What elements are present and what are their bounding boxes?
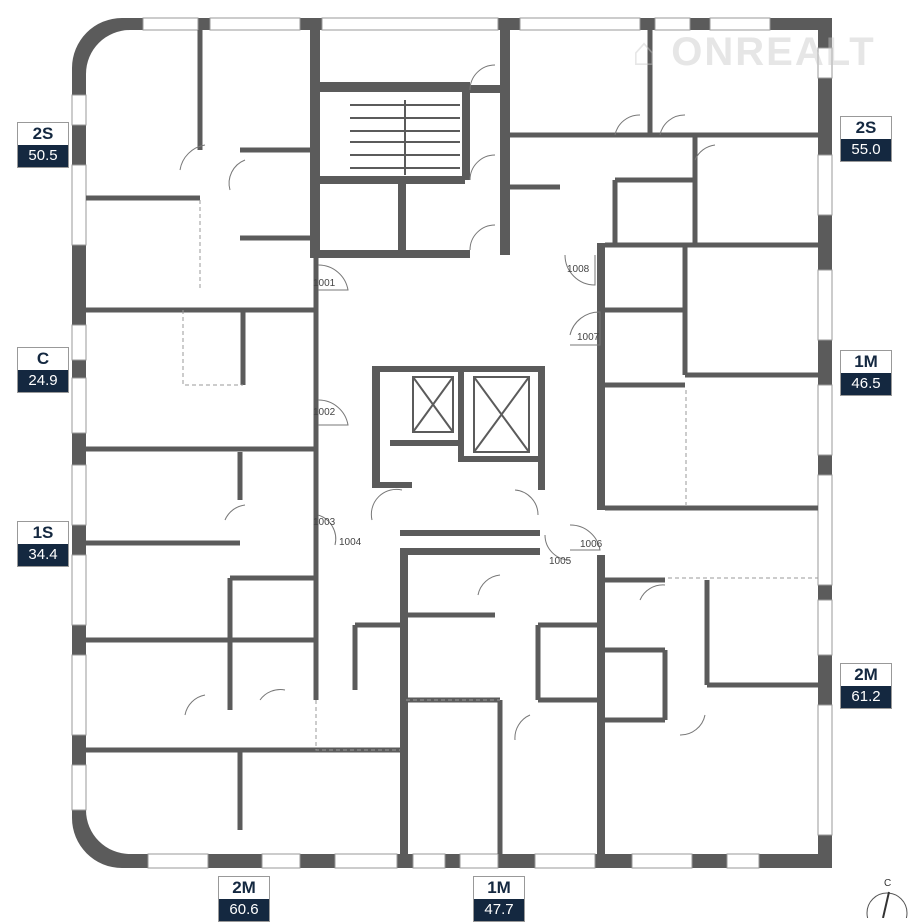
interior-walls [86,18,818,868]
unit-type: 1M [854,352,878,371]
unit-type: 2M [854,665,878,684]
unit-type: 1S [32,523,54,542]
unit-type: C [36,349,50,368]
door-number: 1004 [339,537,362,548]
unit-area: 50.5 [18,145,68,167]
unit-area: 61.2 [841,686,891,708]
compass-north-label: С [884,878,892,889]
compass: С [862,878,918,918]
unit-label[interactable]: 2S 55.0 [840,116,892,162]
unit-area: 60.6 [219,899,269,921]
unit-label[interactable]: 1M 46.5 [840,350,892,396]
unit-label[interactable]: 1S 34.4 [17,521,69,567]
compass-icon [866,891,908,918]
door-number: 1006 [580,539,603,550]
door-number: 1003 [313,517,336,528]
unit-area: 34.4 [18,544,68,566]
door-number: 1001 [313,278,336,289]
unit-type: 2S [32,124,54,143]
door-numbers: 1001 1002 1003 1004 1005 1006 1007 1008 [313,264,603,567]
unit-label[interactable]: 1M 47.7 [473,876,525,922]
door-number: 1005 [549,556,572,567]
door-number: 1007 [577,332,600,343]
unit-area: 47.7 [474,899,524,921]
door-swings [179,64,716,741]
door-number: 1008 [567,264,590,275]
unit-label[interactable]: 2M 61.2 [840,663,892,709]
unit-label[interactable]: 2S 50.5 [17,122,69,168]
unit-type: 2M [232,878,256,897]
outer-walls [71,17,833,869]
unit-type: 1M [487,878,511,897]
door-number: 1002 [313,407,336,418]
unit-type: 2S [855,118,877,137]
unit-area: 24.9 [18,370,68,392]
unit-area: 55.0 [841,139,891,161]
watermark-logo: ⌂ ONREALT [632,30,876,74]
unit-label[interactable]: 2M 60.6 [218,876,270,922]
unit-label[interactable]: C 24.9 [17,347,69,393]
unit-area: 46.5 [841,373,891,395]
